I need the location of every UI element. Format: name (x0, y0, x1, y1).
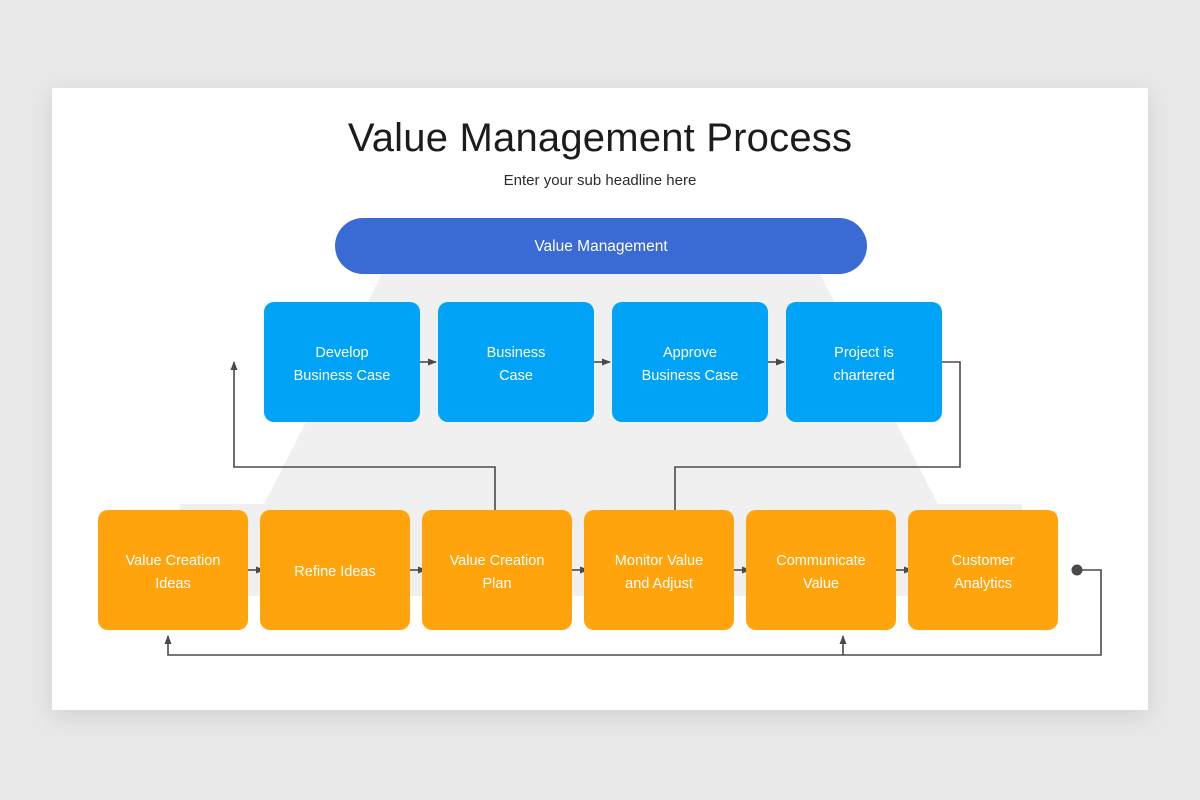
process-diagram: Value Management (98, 218, 1102, 656)
value-management-banner[interactable]: Value Management (335, 218, 867, 274)
node-approve-business-case[interactable]: Approve Business Case (612, 302, 768, 422)
connector-layer (164, 358, 1102, 656)
node-shape (908, 510, 1058, 630)
node-shape (422, 510, 572, 630)
node-label-line-1: Approve (663, 345, 717, 361)
page-title: Value Management Process (347, 116, 853, 160)
node-label-line-1: Refine Ideas (294, 564, 375, 580)
node-value-creation-plan[interactable]: Value Creation Plan (422, 510, 572, 630)
node-shape (584, 510, 734, 630)
node-label-line-1: Customer (952, 553, 1015, 569)
connector-analytics-to-ideas (164, 569, 1102, 656)
node-communicate-value[interactable]: Communicate Value (746, 510, 896, 630)
node-shape (786, 302, 942, 422)
node-label-line-2: Business Case (294, 368, 391, 384)
node-monitor-value-and-adjust[interactable]: Monitor Value and Adjust (584, 510, 734, 630)
node-shape (98, 510, 248, 630)
page-subtitle: Enter your sub headline here (503, 172, 697, 189)
node-label-line-1: Value Creation (450, 553, 545, 569)
node-label-line-2: and Adjust (625, 576, 693, 592)
node-label-line-1: Business (487, 345, 546, 361)
node-shape (260, 510, 410, 630)
node-label-line-2: Ideas (155, 576, 190, 592)
node-value-creation-ideas[interactable]: Value Creation Ideas (98, 510, 248, 630)
node-shape (746, 510, 896, 630)
node-shape (438, 302, 594, 422)
node-develop-business-case[interactable]: Develop Business Case (264, 302, 420, 422)
node-label-line-2: Plan (482, 576, 511, 592)
node-label-line-2: Value (803, 576, 839, 592)
node-project-is-chartered[interactable]: Project is chartered (786, 302, 942, 422)
node-shape (264, 302, 420, 422)
banner-shape (335, 218, 867, 274)
slide-card: Value Management Process Enter your sub … (52, 88, 1148, 710)
node-label-line-1: Develop (315, 345, 368, 361)
node-label-line-2: Case (499, 368, 533, 384)
node-customer-analytics[interactable]: Customer Analytics (908, 510, 1058, 630)
node-label-line-1: Project is (834, 345, 894, 361)
banner-label: Value Management (534, 238, 668, 255)
node-business-case[interactable]: Business Case (438, 302, 594, 422)
node-label-line-2: chartered (833, 368, 894, 384)
node-refine-ideas[interactable]: Refine Ideas (260, 510, 410, 630)
node-label-line-2: Analytics (954, 576, 1012, 592)
node-label-line-2: Business Case (642, 368, 739, 384)
junction-dot-customer-analytics (1071, 564, 1083, 576)
connector-chartered-to-monitor (671, 361, 961, 594)
value-creation-row: Value Creation Ideas Refine Ideas Value … (98, 510, 1058, 630)
node-label-line-1: Communicate (776, 553, 865, 569)
node-shape (612, 302, 768, 422)
node-label-line-1: Value Creation (126, 553, 221, 569)
funnel-backdrop (260, 270, 942, 512)
business-case-row: Develop Business Case Business Case Appr… (264, 302, 942, 422)
node-label-line-1: Monitor Value (615, 553, 703, 569)
